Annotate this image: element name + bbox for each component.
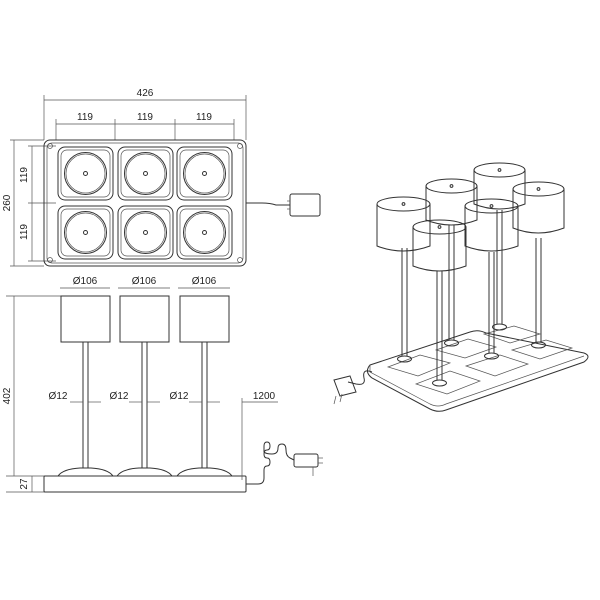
base-height-label: 27 — [19, 478, 30, 490]
stem-diameter-label-2: Ø12 — [110, 391, 129, 402]
base-plate-side — [43, 475, 247, 493]
lamp-shade — [179, 295, 230, 343]
lamp-shade — [119, 295, 170, 343]
lamp-side — [176, 295, 233, 477]
screw-hole-icon — [47, 257, 53, 263]
iso-lamp — [473, 162, 526, 331]
top-height-label: 260 — [2, 194, 13, 211]
coiled-cable — [246, 441, 295, 485]
side-view: Ø106 Ø106 Ø106 402 27 Ø1 — [2, 276, 323, 493]
cable-length-label: 1200 — [253, 391, 276, 402]
iso-cable — [347, 370, 373, 385]
lamp-side — [116, 295, 173, 477]
charging-pad — [117, 205, 174, 260]
cell-width-label-2: 119 — [137, 112, 153, 123]
row-height-label-2: 119 — [19, 224, 30, 240]
stem-diameter-label-1: Ø12 — [49, 391, 68, 402]
cell-width-label-1: 119 — [77, 112, 93, 123]
top-width-label: 426 — [137, 88, 154, 99]
iso-base-plate — [366, 330, 589, 412]
shade-diameter-label-1: Ø106 — [73, 276, 98, 287]
lamp-side — [57, 295, 114, 477]
iso-plug-icon — [333, 375, 357, 397]
iso-lamp — [512, 181, 565, 349]
iso-lamp — [425, 178, 478, 347]
lamp-shade — [60, 295, 111, 343]
total-height-label: 402 — [2, 387, 13, 404]
power-cable — [246, 202, 290, 206]
charging-pad — [176, 205, 233, 260]
screw-hole-icon — [47, 143, 53, 149]
stem-diameter-label-3: Ø12 — [170, 391, 189, 402]
charging-pad — [176, 146, 233, 201]
charging-pad — [57, 146, 114, 201]
iso-lamp — [376, 196, 431, 363]
iso-lamp — [464, 198, 519, 360]
charging-pad — [117, 146, 174, 201]
shade-diameter-label-2: Ø106 — [132, 276, 157, 287]
top-view: 426 119 119 119 260 119 119 — [2, 88, 321, 267]
screw-hole-icon — [237, 143, 243, 149]
power-adapter-icon — [289, 193, 321, 217]
base-plate-outline — [43, 139, 247, 267]
isometric-view — [333, 162, 589, 412]
iso-lamp — [412, 219, 467, 387]
plug-adapter-icon — [293, 453, 319, 468]
shade-diameter-label-3: Ø106 — [192, 276, 217, 287]
charging-pad — [57, 205, 114, 260]
row-height-label-1: 119 — [19, 167, 30, 183]
screw-hole-icon — [237, 257, 243, 263]
cell-width-label-3: 119 — [196, 112, 212, 123]
